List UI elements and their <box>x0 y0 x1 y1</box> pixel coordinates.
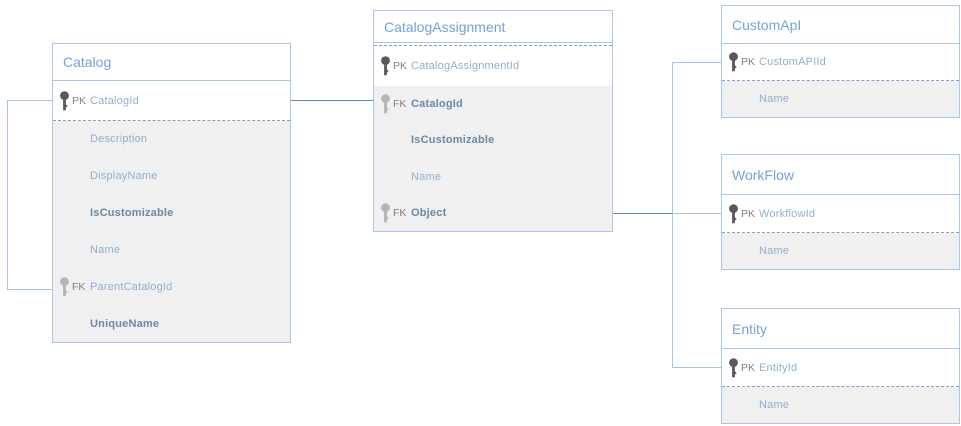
table-row-iscustomizable[interactable]: IsCustomizable <box>53 195 290 232</box>
column-name: Name <box>90 243 121 256</box>
column-name: CustomAPIId <box>759 56 827 68</box>
table-row-name[interactable]: Name <box>374 159 612 195</box>
table-title-entity: Entity <box>722 309 959 349</box>
pk-label: PK <box>741 207 756 220</box>
table-title-customapi: CustomApI <box>722 6 959 44</box>
column-name: CatalogAssignmentId <box>411 60 520 72</box>
table-row-catalogid-fk[interactable]: FK CatalogId <box>374 86 612 122</box>
column-name: Object <box>411 206 447 219</box>
table-catalog[interactable]: Catalog PK CatalogId Description <box>52 43 291 343</box>
column-name: Name <box>759 399 790 411</box>
fk-label: FK <box>72 280 86 293</box>
table-row-uniquename[interactable]: UniqueName <box>53 305 290 342</box>
table-row-parentcatalogid[interactable]: FK ParentCatalogId <box>53 268 290 305</box>
table-catalogassignment[interactable]: CatalogAssignment PK CatalogAssignmentId <box>373 10 613 232</box>
table-row-customapiid[interactable]: PK CustomAPIId <box>722 44 959 80</box>
pk-label: PK <box>741 56 756 68</box>
table-title-catalog: Catalog <box>53 44 290 81</box>
table-row-name[interactable]: Name <box>722 387 959 423</box>
table-row-name[interactable]: Name <box>722 81 959 117</box>
pk-label: PK <box>72 94 87 107</box>
foreign-key-icon <box>381 94 390 114</box>
column-name: EntityId <box>759 361 798 374</box>
column-name: DisplayName <box>90 170 158 183</box>
fk-label: FK <box>393 98 407 111</box>
column-name: IsCustomizable <box>90 207 174 220</box>
table-row-name[interactable]: Name <box>53 231 290 268</box>
column-name: Name <box>759 245 790 257</box>
table-row-workflowid[interactable]: PK WorkflowId <box>722 195 959 232</box>
column-name: Description <box>90 133 148 146</box>
column-name: IsCustomizable <box>411 134 495 147</box>
table-title-workflow: WorkFlow <box>722 155 959 195</box>
table-row-iscustomizable[interactable]: IsCustomizable <box>374 122 612 158</box>
table-customapi[interactable]: CustomApI PK CustomAPIId Name <box>721 5 960 118</box>
table-row-entityid[interactable]: PK EntityId <box>722 349 959 386</box>
column-name: Name <box>759 93 790 105</box>
table-row-object-fk[interactable]: FK Object <box>374 195 612 231</box>
pk-label: PK <box>741 361 756 374</box>
primary-key-icon <box>729 52 738 72</box>
fk-label: FK <box>393 206 407 219</box>
primary-key-icon <box>729 203 738 223</box>
column-name: Name <box>411 170 442 183</box>
header-dashed-separator <box>374 43 612 46</box>
column-name: ParentCatalogId <box>90 280 173 293</box>
column-name: CatalogId <box>411 98 463 111</box>
column-name: WorkflowId <box>759 207 816 220</box>
column-name: UniqueName <box>90 317 160 330</box>
table-row-displayname[interactable]: DisplayName <box>53 158 290 195</box>
pk-label: PK <box>393 60 408 72</box>
table-workflow[interactable]: WorkFlow PK WorkflowId Name <box>721 154 960 270</box>
table-row-description[interactable]: Description <box>53 121 290 158</box>
table-row-catalogassignmentid[interactable]: PK CatalogAssignmentId <box>374 46 612 86</box>
table-row-name[interactable]: Name <box>722 233 959 269</box>
foreign-key-icon <box>381 203 390 223</box>
table-row-catalogid[interactable]: PK CatalogId <box>53 81 290 120</box>
primary-key-icon <box>60 90 69 110</box>
table-entity[interactable]: Entity PK EntityId Name <box>721 308 960 424</box>
column-name: CatalogId <box>90 94 139 107</box>
foreign-key-icon <box>60 276 69 296</box>
primary-key-icon <box>729 357 738 377</box>
table-title-catalogassignment: CatalogAssignment <box>374 11 612 43</box>
connector-catalog-self-reference[interactable] <box>7 100 53 290</box>
primary-key-icon <box>381 56 390 76</box>
